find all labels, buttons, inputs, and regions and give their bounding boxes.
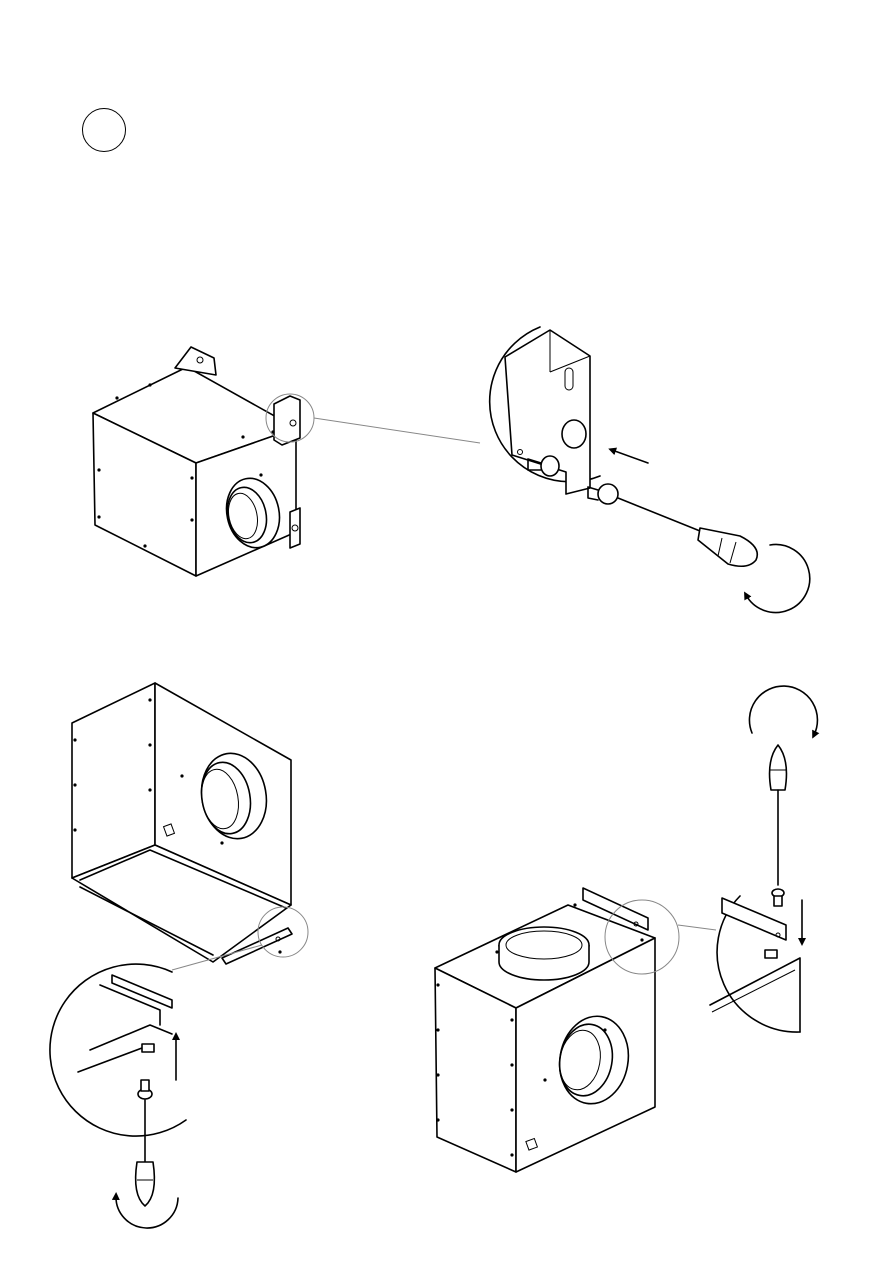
fan-box-2-icon [72, 683, 292, 964]
figure-2-ceiling-mount [50, 683, 308, 1228]
fan-box-3-icon [435, 888, 655, 1172]
zoom-circle-large-2-icon [50, 964, 186, 1136]
screwdriver-1-icon [618, 498, 757, 566]
rotate-arrow-3-icon [749, 686, 817, 735]
fan-box-1-icon [93, 347, 300, 576]
push-arrow-1-icon [612, 450, 648, 463]
screw-3-icon [138, 1080, 152, 1099]
screwdriver-3-icon [770, 745, 787, 885]
rail-detail-view-1 [50, 964, 186, 1228]
zoom-leader-1 [314, 418, 480, 443]
figure-1-wall-mount [93, 327, 810, 613]
bracket-detail-view [490, 327, 810, 613]
screw-4-icon [772, 889, 784, 906]
figure-3-top-rail-mount [435, 686, 817, 1172]
screwdriver-2-icon [136, 1100, 155, 1206]
screw-2-icon [588, 484, 618, 504]
rail-detail-view-2 [710, 686, 817, 1032]
zoom-leader-3 [678, 925, 716, 930]
